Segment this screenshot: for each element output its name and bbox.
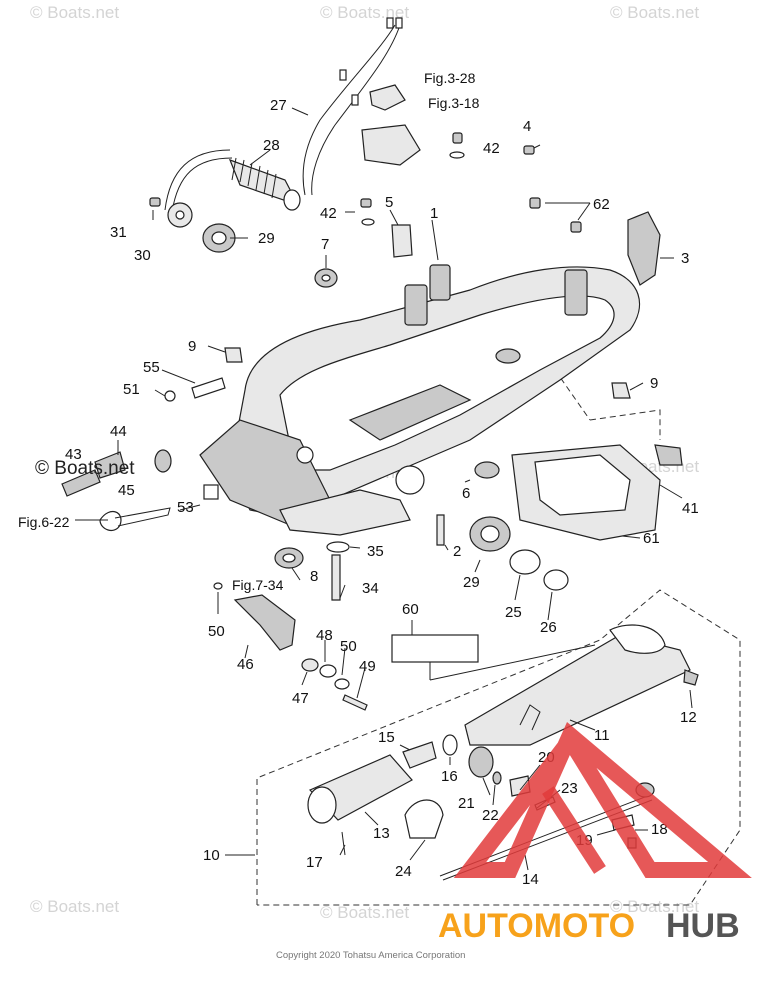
copyright-notice: Copyright 2020 Tohatsu America Corporati…: [276, 950, 465, 961]
watermark: © Boats.net: [610, 3, 699, 22]
callout-1: 1: [430, 205, 438, 222]
small-parts: [61, 132, 683, 711]
callout-29: 29: [258, 230, 275, 247]
leader-lines: [75, 107, 693, 871]
callout-34: 34: [362, 580, 379, 597]
callout-14: 14: [522, 871, 539, 888]
callout-9: 9: [188, 338, 196, 355]
cable-harness: [302, 17, 421, 196]
callout-43: 43: [65, 446, 82, 463]
callout-55: 55: [143, 359, 160, 376]
callout-22: 22: [482, 807, 499, 824]
callout-50: 50: [340, 638, 357, 655]
callout-60: 60: [402, 601, 419, 618]
callout-53: 53: [177, 499, 194, 516]
brand-automoto: AUTOMOTO: [438, 907, 635, 945]
callout-5: 5: [385, 194, 393, 211]
callout-28: 28: [263, 137, 280, 154]
watermark: © Boats.net: [320, 903, 409, 922]
callout-61: 61: [643, 530, 660, 547]
callout-25: 25: [505, 604, 522, 621]
automotohub-logo: AUTOMOTO HUB: [438, 722, 752, 945]
callout-35: 35: [367, 543, 384, 560]
callout-15: 15: [378, 729, 395, 746]
callout-17: 17: [306, 854, 323, 871]
callout-2: 2: [453, 543, 461, 560]
callout-62: 62: [593, 196, 610, 213]
callout-10: 10: [203, 847, 220, 864]
callout-24: 24: [395, 863, 412, 880]
callout-8: 8: [310, 568, 318, 585]
callout-16: 16: [441, 768, 458, 785]
callout-47: 47: [292, 690, 309, 707]
callout-numbers: 1 2 3 4 5 6 7 8 9 9 10 11 12 13 14 15 16…: [65, 97, 699, 888]
callout-21: 21: [458, 795, 475, 812]
callout-12: 12: [680, 709, 697, 726]
fig-7-34-ref: Fig.7-34: [232, 577, 284, 593]
callout-3: 3: [681, 250, 689, 267]
callout-31: 31: [110, 224, 127, 241]
figure-references: Fig.3-28 Fig.3-18 Fig.6-22 Fig.7-34: [18, 70, 480, 593]
callout-18: 18: [651, 821, 668, 838]
callout-23: 23: [561, 780, 578, 797]
callout-4: 4: [523, 118, 531, 135]
callout-50: 50: [208, 623, 225, 640]
fig-6-22-ref: Fig.6-22: [18, 514, 70, 530]
callout-29: 29: [463, 574, 480, 591]
callout-44: 44: [110, 423, 127, 440]
callout-41: 41: [682, 500, 699, 517]
boats-net-stamp: © Boats.net: [35, 458, 135, 479]
watermark: © Boats.net: [320, 3, 409, 22]
callout-26: 26: [540, 619, 557, 636]
callout-30: 30: [134, 247, 151, 264]
callout-46: 46: [237, 656, 254, 673]
brand-hub: HUB: [666, 907, 740, 945]
watermark: © Boats.net: [610, 897, 699, 916]
watermark: © Boats.net: [30, 3, 119, 22]
callout-48: 48: [316, 627, 333, 644]
callout-49: 49: [359, 658, 376, 675]
callout-13: 13: [373, 825, 390, 842]
watermark: © Boats.net: [30, 897, 119, 916]
callout-45: 45: [118, 482, 135, 499]
callout-27: 27: [270, 97, 287, 114]
callout-9: 9: [650, 375, 658, 392]
callout-11: 11: [594, 727, 610, 744]
fig-3-18-ref: Fig.3-18: [428, 95, 480, 111]
callout-42: 42: [483, 140, 500, 157]
callout-51: 51: [123, 381, 140, 398]
callout-6: 6: [462, 485, 470, 502]
callout-42: 42: [320, 205, 337, 222]
callout-7: 7: [321, 236, 329, 253]
handle-grip: [164, 149, 301, 228]
bottom-cowl: [199, 264, 640, 536]
fig-3-28-ref: Fig.3-28: [424, 70, 476, 86]
